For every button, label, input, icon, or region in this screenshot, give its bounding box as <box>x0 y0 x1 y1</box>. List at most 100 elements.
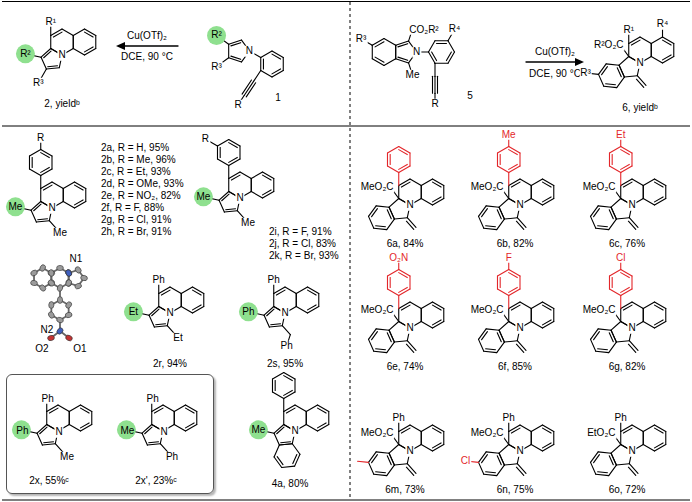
compound-label: 6e, 74% <box>386 362 425 373</box>
bond-line <box>193 287 204 294</box>
bond-line <box>285 287 296 294</box>
bond-line <box>531 186 532 199</box>
bond-line <box>520 302 531 309</box>
bond-line <box>655 322 666 329</box>
bond-line <box>594 332 600 340</box>
bond-line <box>284 405 295 412</box>
bond-line <box>509 287 518 292</box>
bond-line <box>612 155 613 165</box>
bond-line <box>75 200 84 205</box>
bond-line <box>46 412 47 425</box>
bond-line <box>553 432 554 445</box>
bond-line <box>372 59 384 66</box>
bond-line <box>497 333 501 342</box>
bond-line <box>387 147 398 154</box>
atom-label: Me <box>195 192 211 203</box>
highlight-circle <box>117 420 136 439</box>
bond-line <box>620 432 621 445</box>
bond-line <box>621 289 632 296</box>
bond-line <box>147 444 160 445</box>
bond-line <box>543 445 554 452</box>
atom-label: Ph <box>15 426 29 437</box>
bond-line <box>395 45 396 59</box>
crystal-atom <box>65 279 72 287</box>
bond-line <box>231 175 240 180</box>
bond-line <box>643 199 654 206</box>
bond-line <box>318 405 329 412</box>
bond-line <box>41 182 52 189</box>
bond-line <box>499 453 504 465</box>
bond-line <box>499 445 509 454</box>
bond-line <box>42 444 55 445</box>
atom-label: Ph <box>152 274 166 285</box>
bond-line <box>663 57 674 64</box>
bond-line <box>655 179 666 186</box>
bond-line <box>31 202 41 211</box>
bond-line <box>598 329 611 330</box>
atom-label: N <box>627 446 636 457</box>
bond-line <box>486 206 499 207</box>
crystal-atom <box>39 264 47 272</box>
bond-line <box>369 216 374 228</box>
bond-line <box>591 339 596 351</box>
crystal-atom <box>57 265 64 270</box>
bond-line <box>500 155 501 165</box>
bond-line <box>318 423 327 428</box>
bond-line <box>283 399 284 412</box>
bond-line <box>543 425 554 432</box>
atom-label: R² <box>210 30 223 41</box>
crystal-atom <box>65 312 73 319</box>
bond-line <box>619 65 624 77</box>
crystal-atom <box>74 282 82 289</box>
bond-line <box>399 150 408 155</box>
bond-line <box>387 270 398 277</box>
bond-line <box>663 37 674 44</box>
bond-line <box>543 305 552 310</box>
bond-line <box>665 432 666 445</box>
bond-line <box>387 210 391 219</box>
bond-line <box>651 44 652 57</box>
atom-label: Me <box>119 426 135 437</box>
bond-line <box>497 276 498 289</box>
bond-line <box>509 166 520 173</box>
bond-line <box>376 452 389 453</box>
atom-label: Et <box>615 129 626 140</box>
atom-label: Me <box>59 451 75 462</box>
compound-label: 2b, R = Me, 96% <box>100 155 177 166</box>
bond-line <box>611 445 621 454</box>
bond-line <box>85 189 86 202</box>
bond-line <box>629 218 638 228</box>
bond-line <box>73 36 74 49</box>
bond-line <box>224 211 237 212</box>
atom-label: N <box>245 46 254 57</box>
bond-line <box>643 309 644 322</box>
atom-label: R <box>36 132 45 143</box>
bond-line <box>306 405 317 412</box>
bond-line <box>372 45 373 59</box>
bond-line <box>497 153 498 166</box>
bond-line <box>217 159 228 166</box>
bond-line <box>596 228 609 229</box>
bond-line <box>429 41 436 52</box>
bond-line <box>623 305 632 310</box>
bond-line <box>229 140 240 147</box>
bond-line <box>511 305 520 310</box>
bond-line <box>40 189 41 202</box>
bond-line <box>484 474 497 475</box>
compound-label: 2s, 95% <box>266 359 304 370</box>
compound-label: DCE, 90 °C <box>528 69 582 80</box>
bond-line <box>620 173 621 186</box>
bond-line <box>32 158 33 168</box>
bond-line <box>511 428 520 433</box>
bond-line <box>217 146 218 159</box>
bond-line <box>526 61 577 62</box>
bond-line <box>398 186 399 199</box>
bond-line <box>410 302 421 309</box>
bond-line <box>596 474 609 475</box>
bond-line <box>264 307 274 316</box>
bond-line <box>174 425 185 432</box>
bond-line <box>389 199 399 208</box>
bond-line <box>611 453 616 465</box>
bond-line <box>394 341 407 342</box>
